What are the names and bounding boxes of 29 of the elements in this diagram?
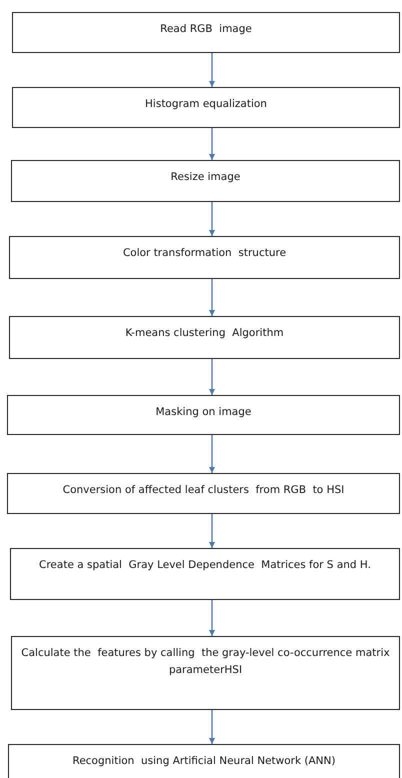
process-box	[7, 395, 400, 435]
step-text: Create a spatial Gray Level Dependence Matrices for S and H.	[39, 558, 371, 573]
arrow	[209, 128, 215, 160]
process-box	[12, 12, 400, 53]
step-text: Color transformation structure	[122, 246, 286, 261]
step-text: K-means clustering Algorithm	[125, 326, 284, 341]
arrow	[209, 202, 215, 236]
process-box	[9, 316, 400, 359]
arrow	[209, 359, 215, 395]
arrow	[209, 710, 215, 744]
process-box	[8, 744, 400, 778]
process-box	[11, 160, 400, 202]
process-box	[9, 236, 400, 279]
arrow	[209, 600, 215, 636]
arrow	[209, 279, 215, 316]
step-text: Read RGB image	[160, 22, 252, 37]
process-box	[12, 87, 400, 128]
step-text: Calculate the features by calling the gray-level co-occurrence matrix parameterHSI	[20, 646, 391, 678]
step-text: Masking on image	[156, 405, 252, 420]
process-box	[10, 548, 400, 600]
arrow	[209, 53, 215, 87]
step-text: Histogram equalization	[145, 97, 267, 112]
arrow	[209, 435, 215, 473]
process-box	[7, 473, 400, 514]
step-text: Recognition using Artificial Neural Network (ANN)	[72, 754, 336, 769]
process-box	[11, 636, 400, 710]
step-text: Resize image	[170, 170, 240, 185]
arrow	[209, 514, 215, 548]
step-text: Conversion of affected leaf clusters from RGB to HSI	[62, 483, 344, 498]
